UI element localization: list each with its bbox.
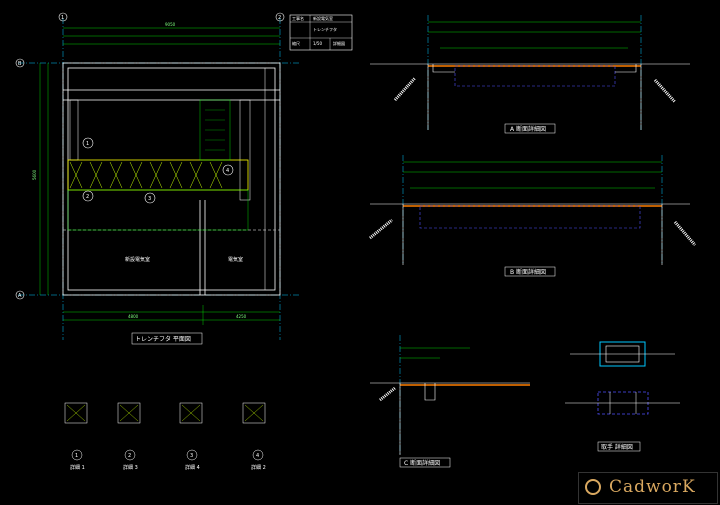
plan-caption: トレンチフタ 平面図 (135, 335, 191, 343)
plan-marker-4: 4 (226, 168, 229, 174)
handle-detail: 取手 詳細図 (565, 341, 680, 452)
title-block: 工事名 新設電気室 トレンチフタ 縮尺 1/50 詳細図 (289, 14, 353, 51)
plan-marker-1: 1 (86, 141, 89, 147)
detail-num-3: 3 (190, 453, 193, 459)
dim-top: 9050 (165, 22, 176, 27)
room-right-label: 電気室 (228, 256, 243, 263)
section-a: A 断面詳細図 (370, 15, 690, 134)
cadwork-logo: CadworK (578, 472, 718, 504)
cadwork-logo-icon (585, 479, 601, 495)
dim-bottom-left: 4800 (128, 314, 139, 319)
room-left-label: 新設電気室 (125, 256, 150, 263)
dim-left: 5600 (32, 169, 37, 180)
section-c-caption: C 断面詳細図 (404, 459, 440, 467)
detail-label-3: 詳細 4 (185, 464, 200, 471)
title-row1-left: 工事名 (292, 15, 304, 21)
section-b: B 断面詳細図 (369, 155, 697, 277)
grid-label-left-top: B (18, 61, 22, 67)
detail-label-2: 詳細 3 (123, 464, 138, 471)
dim-bottom-right: 4250 (236, 314, 247, 319)
grid-label-left-bottom: A (18, 293, 22, 299)
section-a-caption: A 断面詳細図 (510, 125, 546, 133)
handle-detail-caption: 取手 詳細図 (601, 443, 633, 451)
detail-num-1: 1 (75, 453, 78, 459)
cadwork-logo-text: CadworK (609, 477, 696, 497)
plan-view: 1 2 B A 9050 4800 4250 5600 (15, 12, 300, 345)
grid-label-top-left: 1 (61, 15, 64, 21)
section-c: C 断面詳細図 (370, 335, 530, 468)
detail-num-4: 4 (256, 453, 259, 459)
small-details (64, 402, 266, 461)
section-b-caption: B 断面詳細図 (510, 268, 546, 276)
title-row1-right: 新設電気室 (313, 15, 333, 21)
detail-num-2: 2 (128, 453, 131, 459)
detail-label-4: 詳細 2 (251, 464, 266, 471)
title-row3-mid: 1/50 (313, 41, 322, 46)
detail-label-1: 詳細 1 (70, 464, 85, 471)
grid-label-top-right: 2 (278, 15, 281, 21)
title-row2-left: トレンチフタ (313, 26, 337, 32)
plan-marker-2: 2 (86, 194, 89, 200)
title-row3-right: 詳細図 (333, 40, 345, 46)
plan-marker-3: 3 (148, 196, 151, 202)
title-row3-left: 縮尺 (292, 40, 300, 46)
